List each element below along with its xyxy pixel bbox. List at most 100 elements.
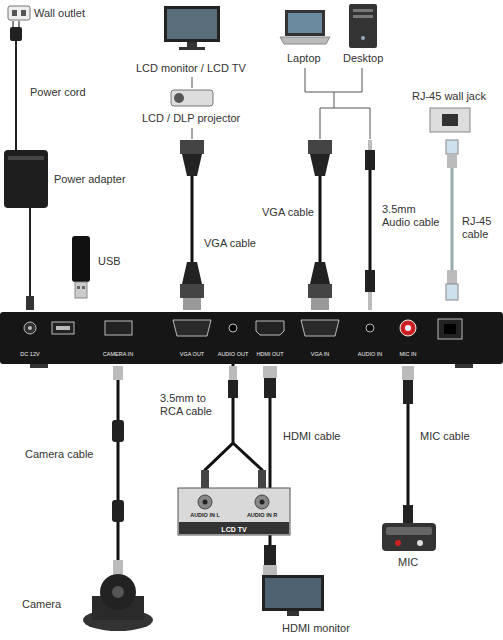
rca-jack [203, 500, 208, 505]
vga-cable-left [182, 262, 202, 284]
wall-outlet-icon [8, 6, 30, 20]
vga-cable-left [180, 140, 204, 310]
device-panel-body [56, 326, 70, 330]
power-cord-icon [15, 41, 17, 150]
mic-icon [386, 527, 432, 535]
vga-cable-left [180, 140, 204, 154]
camera-icon [112, 586, 124, 598]
bracket-line [320, 108, 370, 109]
component-label: Power cord [30, 86, 86, 99]
audio-cable [365, 150, 375, 170]
rca-cable [201, 364, 266, 488]
hdmi-cable [263, 366, 277, 378]
mic-icon [417, 540, 423, 546]
lcd-monitor-icon [164, 6, 220, 50]
component-label: HDMI monitor [282, 622, 350, 635]
rj45-cable [447, 270, 457, 284]
rca-cable [205, 364, 262, 488]
mic-icon [382, 523, 436, 551]
port-label: MIC IN [399, 352, 416, 358]
usb-stick-icon [72, 236, 90, 282]
audio-cable [365, 270, 375, 292]
device-panel-body [105, 321, 132, 335]
component-label: Camera [22, 598, 61, 611]
power-cord-icon [12, 21, 14, 27]
hdmi-cable [264, 378, 276, 398]
hdmi-monitor-icon [287, 611, 299, 616]
bracket-line [305, 68, 370, 139]
plug [228, 380, 238, 398]
mic-cable [402, 366, 414, 523]
tv-audio-box: AUDIO IN L AUDIO IN R LCD TV [178, 488, 290, 535]
lcd-monitor-icon [179, 47, 205, 50]
device-panel-body [366, 324, 374, 332]
device-panel-body [301, 320, 339, 336]
vga-cable-middle [311, 298, 329, 310]
rca-jack [260, 500, 265, 505]
rj45-wall-jack-icon [430, 108, 470, 132]
camera-cable [112, 500, 124, 522]
camera-cable [113, 366, 123, 380]
component-label: LCD monitor / LCD TV [136, 62, 246, 75]
device-panel-body [28, 326, 32, 330]
wall-outlet-icon [8, 6, 30, 20]
hdmi-monitor-icon [262, 575, 324, 616]
vga-cable-middle [308, 140, 332, 310]
audio-cable [369, 170, 372, 270]
power-cord-icon [10, 27, 22, 41]
power-adapter-icon [29, 208, 31, 296]
mic-cable [402, 366, 414, 380]
vga-cable-left [180, 284, 204, 298]
device-panel-body [30, 364, 48, 368]
lcd-monitor-icon [167, 9, 217, 39]
vga-cable-middle [308, 140, 332, 154]
power-adapter-icon [8, 156, 44, 160]
component-label: VGA cable [204, 237, 256, 250]
port-label: CAMERA IN [103, 352, 133, 358]
rj45-cable [446, 140, 458, 300]
cable-label: 3.5mm to RCA cable [160, 392, 224, 418]
component-label: Wall outlet [34, 7, 85, 20]
wall-outlet-icon [21, 10, 26, 16]
tv-box-outline [178, 488, 290, 535]
port-label: AUDIO IN L [190, 513, 220, 519]
component-label: LCD / DLP projector [142, 112, 240, 125]
laptop-icon [280, 37, 330, 44]
device-panel-body [24, 322, 36, 334]
port-label: LCD TV [221, 526, 246, 533]
port-label: AUDIO IN R [247, 513, 277, 519]
desktop-icon [361, 36, 365, 40]
projector-icon [174, 93, 184, 103]
rca-jack [255, 495, 269, 509]
component-label: 3.5mm Audio cable [382, 203, 442, 229]
usb-stick-icon [75, 282, 87, 298]
bracket-line [370, 108, 371, 139]
camera-icon [100, 574, 136, 610]
rj45-cable [447, 154, 457, 168]
bracket-line [362, 68, 363, 92]
component-label: USB [98, 255, 121, 268]
vga-cable-middle [310, 262, 330, 284]
tv-box-strip [179, 522, 289, 534]
rj45-wall-jack-icon [442, 114, 458, 126]
vga-cable-left [191, 176, 194, 262]
laptop-icon [280, 10, 330, 44]
port-label: AUDIO OUT [218, 352, 249, 358]
mic-cable [403, 505, 413, 523]
vga-cable-middle [310, 154, 330, 176]
mic-icon [395, 540, 401, 546]
port-label: VGA IN [311, 352, 329, 358]
bracket-line [320, 108, 321, 139]
bracket-line [305, 68, 306, 92]
audio-cable [368, 292, 372, 310]
power-cord-icon [10, 21, 22, 150]
mic-cable [403, 380, 413, 404]
component-label: Desktop [343, 52, 383, 65]
lcd-monitor-icon [164, 6, 220, 42]
projector-icon [192, 77, 193, 88]
component-label: VGA cable [262, 206, 314, 219]
rca-jack [198, 495, 212, 509]
rj45-wall-jack-icon [430, 108, 470, 132]
camera-cable [117, 380, 120, 560]
hdmi-monitor-icon [262, 575, 324, 611]
